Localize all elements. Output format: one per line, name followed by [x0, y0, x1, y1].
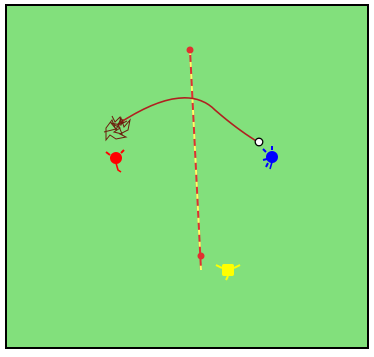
player-token-icon	[222, 264, 234, 276]
player-token-icon	[266, 151, 278, 163]
center-line-bottom-marker	[198, 253, 205, 260]
playing-field[interactable]	[6, 5, 368, 348]
player-token-icon	[110, 152, 122, 164]
center-line-top-marker	[187, 47, 194, 54]
shuttlecock-icon[interactable]	[255, 138, 263, 146]
